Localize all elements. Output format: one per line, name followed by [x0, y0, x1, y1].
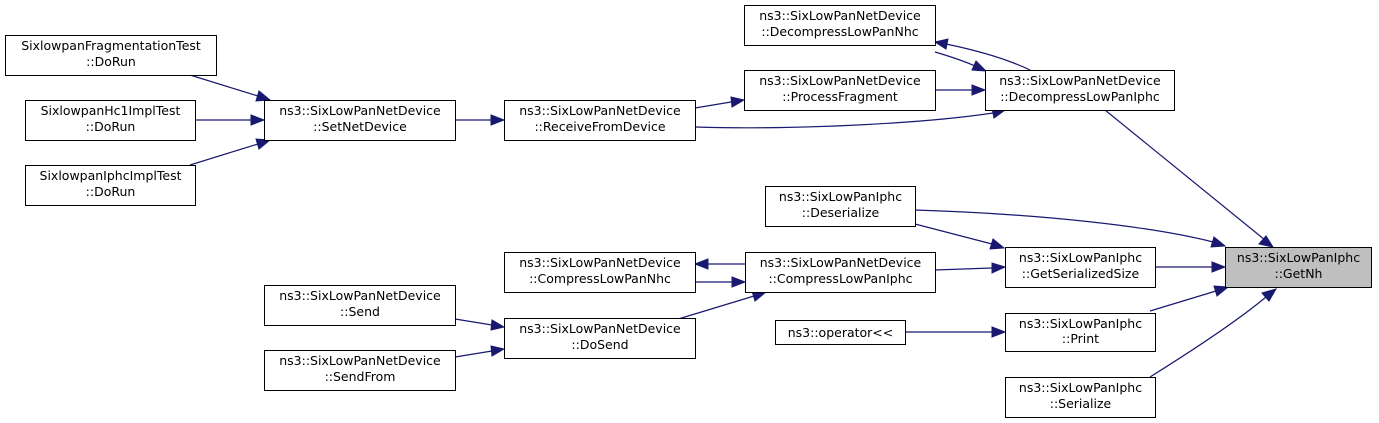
node-send-line2: ::Send: [340, 304, 380, 319]
edge-print-to-getnh-arrow: [1213, 285, 1230, 297]
nodes: ns3::SixLowPanIphc ::GetNh ns3::SixLowPa…: [5, 5, 1372, 418]
node-fragmentation-test-line2: ::DoRun: [86, 54, 136, 69]
node-iphc-impl-test-line1: SixlowpanIphcImplTest: [40, 168, 182, 183]
edge-compressiphc-to-getserializedsize: [934, 267, 993, 271]
node-do-send-line2: ::DoSend: [571, 337, 628, 352]
node-serialize-line1: ns3::SixLowPanIphc: [1019, 380, 1142, 395]
node-iphc-impl-test[interactable]: SixlowpanIphcImplTest ::DoRun: [25, 165, 196, 206]
node-get-serialized-size-line2: ::GetSerializedSize: [1022, 266, 1140, 281]
edge-sendfrom-to-dosend: [454, 350, 493, 358]
edge-iphctest-to-setnetdevice: [189, 143, 259, 166]
node-print[interactable]: ns3::SixLowPanIphc ::Print: [1005, 313, 1156, 352]
edge-receivefromdevice-to-decompressiphc: [694, 112, 994, 129]
node-getnh-line1: ns3::SixLowPanIphc: [1237, 250, 1360, 265]
edge-sendfrom-to-dosend-arrow: [490, 345, 506, 357]
node-getnh-line2: ::GetNh: [1275, 266, 1323, 281]
node-compress-iphc-line1: ns3::SixLowPanNetDevice: [760, 255, 922, 270]
node-decompress-nhc-line1: ns3::SixLowPanNetDevice: [759, 8, 921, 23]
node-set-net-device-line2: ::SetNetDevice: [313, 119, 407, 134]
edge-deserialize-to-getnh: [914, 209, 1214, 243]
node-send[interactable]: ns3::SixLowPanNetDevice ::Send: [264, 285, 456, 326]
edge-deserialize-to-getnh-arrow: [1210, 236, 1227, 248]
node-operator-shift[interactable]: ns3::operator<<: [775, 320, 906, 345]
edge-deserialize-to-getserializedsize-arrow: [989, 238, 1006, 250]
edge-send-to-dosend-arrow: [490, 319, 506, 331]
node-receive-from-device-line2: ::ReceiveFromDevice: [534, 119, 665, 134]
node-deserialize[interactable]: ns3::SixLowPanIphc ::Deserialize: [765, 186, 916, 227]
node-get-serialized-size[interactable]: ns3::SixLowPanIphc ::GetSerializedSize: [1005, 247, 1156, 288]
edge-decompressiphc-to-getnh-arrow: [1258, 235, 1275, 248]
node-do-send-line1: ns3::SixLowPanNetDevice: [519, 321, 681, 336]
node-send-from[interactable]: ns3::SixLowPanNetDevice ::SendFrom: [264, 350, 456, 391]
edge-compressiphc-to-getserializedsize-arrow: [991, 262, 1007, 274]
edge-hc1test-to-setnetdevice-arrow: [250, 114, 266, 126]
node-print-line2: ::Print: [1062, 331, 1099, 346]
edge-decompressiphc-to-getnh: [1104, 109, 1266, 241]
node-deserialize-line1: ns3::SixLowPanIphc: [779, 189, 902, 204]
node-send-from-line2: ::SendFrom: [325, 369, 396, 384]
node-process-fragment-line1: ns3::SixLowPanNetDevice: [759, 73, 921, 88]
node-operator-shift-line1: ns3::operator<<: [788, 325, 894, 340]
node-process-fragment-line2: ::ProcessFragment: [782, 89, 898, 104]
node-set-net-device-line1: ns3::SixLowPanNetDevice: [279, 103, 441, 118]
node-decompress-iphc-line2: ::DecompressLowPanIphc: [1000, 89, 1160, 104]
node-compress-iphc-line2: ::CompressLowPanIphc: [768, 271, 912, 286]
edge-compressnhc-to-compressiphc-arrow: [731, 276, 747, 288]
node-send-from-line1: ns3::SixLowPanNetDevice: [279, 353, 441, 368]
node-compress-nhc-line2: ::CompressLowPanNhc: [529, 271, 671, 286]
node-getnh[interactable]: ns3::SixLowPanIphc ::GetNh: [1225, 247, 1372, 288]
node-hc1-impl-test-line1: SixlowpanHc1ImplTest: [41, 103, 181, 118]
node-do-send[interactable]: ns3::SixLowPanNetDevice ::DoSend: [504, 318, 696, 359]
edge-iphctest-to-setnetdevice-arrow: [255, 138, 272, 150]
node-send-line1: ns3::SixLowPanNetDevice: [279, 288, 441, 303]
node-decompress-iphc-line1: ns3::SixLowPanNetDevice: [999, 73, 1161, 88]
node-set-net-device[interactable]: ns3::SixLowPanNetDevice ::SetNetDevice: [264, 100, 456, 141]
node-get-serialized-size-line1: ns3::SixLowPanIphc: [1019, 250, 1142, 265]
edge-fragtest-to-setnetdevice-arrow: [255, 90, 272, 102]
node-decompress-nhc-line2: ::DecompressLowPanNhc: [761, 24, 918, 39]
edge-decompressiphc-to-decompressnhc: [945, 43, 1031, 71]
node-hc1-impl-test-line2: ::DoRun: [86, 119, 136, 134]
node-serialize-line2: ::Serialize: [1050, 396, 1112, 411]
edge-operator-to-print-arrow: [991, 326, 1007, 338]
node-decompress-nhc[interactable]: ns3::SixLowPanNetDevice ::DecompressLowP…: [744, 5, 936, 46]
edge-getserializedsize-to-getnh-arrow: [1211, 261, 1227, 273]
edge-compressiphc-to-compressnhc-arrow: [693, 258, 709, 270]
node-hc1-impl-test[interactable]: SixlowpanHc1ImplTest ::DoRun: [25, 100, 196, 141]
node-print-line1: ns3::SixLowPanIphc: [1019, 316, 1142, 331]
node-compress-nhc-line1: ns3::SixLowPanNetDevice: [519, 255, 681, 270]
edge-setnetdevice-to-receivefromdevice-arrow: [490, 114, 506, 126]
edge-decompressiphc-to-decompressnhc-arrow: [933, 38, 949, 50]
edge-decompressnhc-to-decompressiphc: [934, 51, 976, 67]
node-fragmentation-test[interactable]: SixlowpanFragmentationTest ::DoRun: [5, 35, 217, 76]
node-compress-iphc[interactable]: ns3::SixLowPanNetDevice ::CompressLowPan…: [745, 252, 936, 293]
edge-send-to-dosend: [454, 318, 493, 326]
edges: [189, 38, 1278, 378]
node-process-fragment[interactable]: ns3::SixLowPanNetDevice ::ProcessFragmen…: [744, 70, 936, 111]
node-decompress-iphc[interactable]: ns3::SixLowPanNetDevice ::DecompressLowP…: [985, 70, 1175, 111]
node-compress-nhc[interactable]: ns3::SixLowPanNetDevice ::CompressLowPan…: [504, 252, 696, 293]
edge-receivefromdevice-to-processfragment: [694, 101, 732, 109]
edge-print-to-getnh: [1149, 290, 1217, 312]
node-iphc-impl-test-line2: ::DoRun: [86, 184, 136, 199]
edge-serialize-to-getnh: [1149, 296, 1267, 378]
node-serialize[interactable]: ns3::SixLowPanIphc ::Serialize: [1005, 377, 1156, 418]
edge-decompressnhc-to-decompressiphc-arrow: [971, 60, 988, 72]
node-deserialize-line2: ::Deserialize: [802, 205, 880, 220]
edge-processfragment-to-decompressiphc-arrow: [971, 84, 987, 96]
edge-serialize-to-getnh-arrow: [1261, 288, 1278, 302]
node-fragmentation-test-line1: SixlowpanFragmentationTest: [21, 38, 201, 53]
edge-fragtest-to-setnetdevice: [189, 74, 259, 97]
edge-deserialize-to-getserializedsize: [914, 223, 993, 245]
edge-receivefromdevice-to-processfragment-arrow: [730, 96, 746, 108]
node-receive-from-device-line1: ns3::SixLowPanNetDevice: [519, 103, 681, 118]
edge-dosend-to-compressiphc: [674, 295, 755, 321]
node-receive-from-device[interactable]: ns3::SixLowPanNetDevice ::ReceiveFromDev…: [504, 100, 696, 141]
